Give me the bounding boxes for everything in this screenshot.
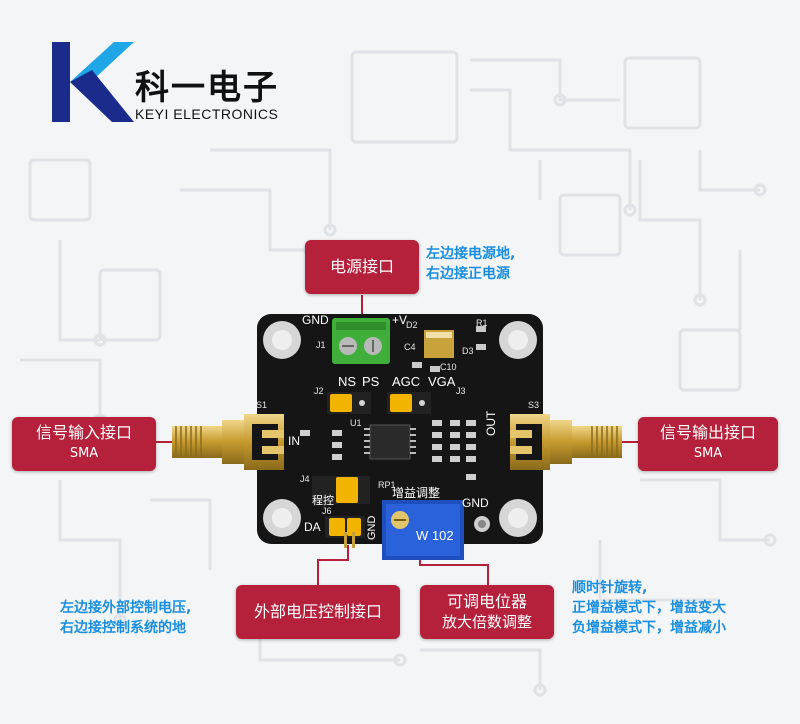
input-interface-callout: 信号输入接口 SMA [12,417,156,471]
passive-components [300,420,476,480]
pcb-ps: PS [362,374,380,389]
pcb-gain-adjust: 增益调整 [392,486,441,500]
input-interface-sub: SMA [69,446,99,461]
pcb-d2: D2 [406,320,418,330]
pcb-rp1: RP1 [378,480,396,490]
keyi-k-logo [52,42,134,122]
pot-marking: W 102 [416,528,454,543]
pcb-out: OUT [484,410,498,436]
pcb-gnd-bottom: GND [462,496,489,510]
pcb-j6: J6 [322,506,332,516]
pcb-in: IN [288,434,300,448]
pcb-c4: C4 [404,342,416,352]
gain-potentiometer [382,500,464,560]
ext-voltage-callout: 外部电压控制接口 [236,585,400,639]
potentiometer-sub: 放大倍数调整 [441,613,532,631]
ext-voltage-label: 外部电压控制接口 [253,602,382,621]
output-interface-callout: 信号输出接口 SMA [638,417,778,471]
brand-name-en: KEYI ELECTRONICS [135,106,279,122]
pcb-j1: J1 [316,340,326,350]
pcb-range: 程控 [312,495,334,507]
power-note: 左边接电源地, 右边接正电源 [426,246,516,282]
pcb-gnd-top: GND [302,313,329,327]
pcb-board [172,314,622,560]
pcb-s3: S3 [528,400,540,410]
background-circuit-traces [20,50,770,690]
pcb-j4: J4 [300,474,310,484]
pcb-plus-v: +V [392,313,408,327]
sma-output-connector [510,414,622,470]
output-interface-sub: SMA [693,446,723,461]
brand-name-cn: 科一电子 [135,68,279,108]
power-interface-label: 电源接口 [329,257,394,276]
range-jumper [312,476,370,504]
potentiometer-callout: 可调电位器 放大倍数调整 [420,585,554,639]
pcb-d3: D3 [462,346,474,356]
mounting-holes [263,321,537,537]
potentiometer-note: 顺时针旋转, 正增益模式下，增益变大 负增益模式下，增益减小 [572,580,726,636]
output-interface-label: 信号输出接口 [659,423,756,442]
sma-input-connector [172,414,284,470]
pcb-vga: VGA [428,374,456,389]
pcb-agc: AGC [392,374,421,389]
pcb-j2: J2 [314,386,324,396]
power-terminal-block [332,318,390,364]
pcb-u1: U1 [350,418,362,428]
potentiometer-label: 可调电位器 [446,592,527,611]
pcb-c10: C10 [440,362,457,372]
external-voltage-header [325,516,365,548]
pcb-j3: J3 [456,386,466,396]
mode-jumpers-top [327,392,431,414]
amplifier-ic [364,424,416,460]
pcb-da: DA [304,520,321,534]
pcb-ns: NS [338,374,357,389]
input-interface-label: 信号输入接口 [35,423,132,442]
pcb-s1: S1 [256,400,268,410]
pcb-r1: R1 [476,318,488,328]
pcb-gnd-j6: GND [366,515,378,540]
ext-voltage-note: 左边接外部控制电压, 右边接控制系统的地 [60,600,192,636]
power-interface-callout: 电源接口 [305,240,419,294]
